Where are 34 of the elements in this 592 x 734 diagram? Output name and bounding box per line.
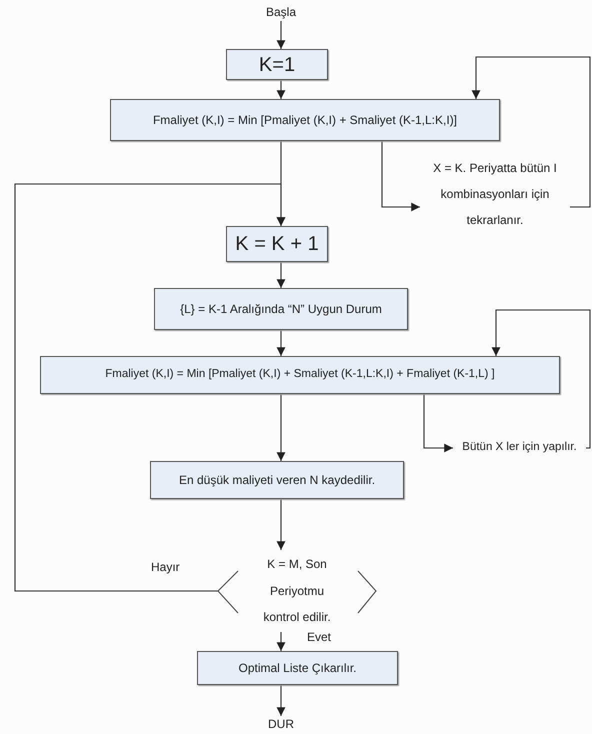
arrow <box>276 80 286 99</box>
arrow <box>492 309 591 449</box>
arrow <box>276 685 286 716</box>
box-text: En düşük maliyeti veren N kaydedilir. <box>178 472 376 488</box>
box-text: {L} = K-1 Aralığında “N” Uygun Durum <box>180 302 382 316</box>
decision-text: K = M, Son Periyotmu kontrol edilir. <box>262 556 332 626</box>
arrow <box>423 394 453 452</box>
note-text: Bütün X ler için yapılır. <box>462 441 577 455</box>
arrow <box>381 141 420 212</box>
process-box <box>154 288 408 330</box>
arrow <box>276 499 286 550</box>
process-box <box>110 99 500 141</box>
box-text: K=1 <box>258 52 296 76</box>
terminal-text: DUR <box>268 716 294 732</box>
note-text: X = K. Periyatta bütün I kombinasyonları için tekrarlanır. <box>432 160 558 229</box>
process-box <box>150 461 404 499</box>
box-text: Optimal Liste Çıkarılır. <box>238 660 357 676</box>
arrow <box>276 632 286 651</box>
process-box <box>197 651 398 685</box>
arrow <box>472 56 591 208</box>
box-text: Fmaliyet (K,I) = Min [Pmaliyet (K,I) + Smaliyet (K-1,L:K,I) + Fmaliyet (K-1,L) ] <box>105 368 495 382</box>
arrow <box>276 330 286 356</box>
process-box <box>226 226 328 262</box>
box-text: K = K + 1 <box>235 232 319 256</box>
process-box <box>226 49 328 80</box>
box-text: Fmaliyet (K,I) = Min [Pmaliyet (K,I) + Smaliyet (K-1,L:K,I)] <box>152 112 458 128</box>
edge-label: Evet <box>306 630 332 644</box>
arrow <box>276 262 286 288</box>
edge-label: Hayır <box>150 560 181 574</box>
terminal-text: Başla <box>266 4 296 20</box>
arrow <box>276 21 286 49</box>
arrow <box>276 394 286 461</box>
arrow <box>14 183 286 592</box>
process-box <box>40 356 560 394</box>
